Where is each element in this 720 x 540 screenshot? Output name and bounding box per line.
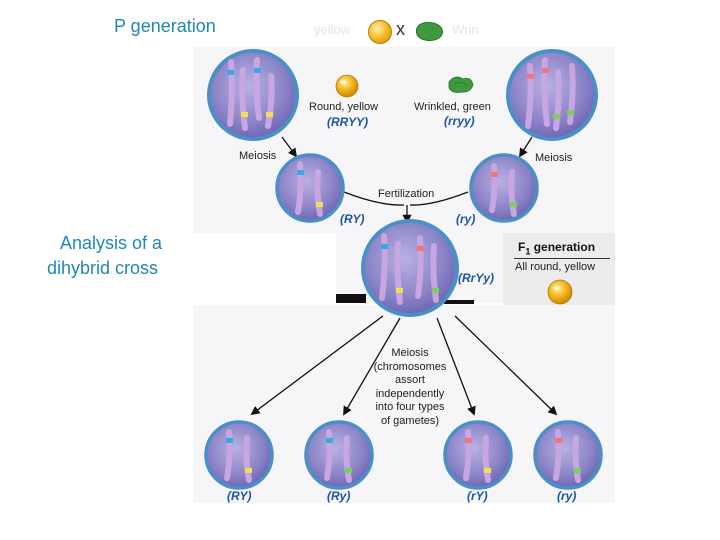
- pea-f1-yellow-icon: [547, 279, 573, 305]
- meiosis-left-label: Meiosis: [239, 150, 277, 162]
- arrow-to-gamete-1: [250, 315, 384, 416]
- meiosis-note-line: assort: [395, 374, 425, 386]
- right-phenotype-label: Wrinkled, green: [414, 101, 491, 113]
- meiosis-note-line: (chromosomes: [373, 360, 447, 373]
- f1-divider: [514, 258, 610, 259]
- meiosis-note: Meiosis (chromosomes assort independentl…: [360, 347, 460, 428]
- gamete-cell-left: [275, 153, 345, 223]
- meiosis-note-line: into four types: [375, 401, 445, 413]
- gamete-left-genotype: (RY): [340, 212, 365, 226]
- gamete-cell-right: [469, 153, 539, 223]
- arrow-fertilization-right: [409, 191, 469, 206]
- meiosis-note-line: of gametes): [380, 414, 440, 427]
- arrow-to-gamete-4: [454, 315, 558, 416]
- pea-yellow-round-icon: [335, 74, 359, 98]
- parent-cell-right: [506, 49, 598, 141]
- header-green-pea-icon: [416, 22, 443, 41]
- arrow-to-gamete-3: [436, 317, 476, 416]
- black-marker-right: [444, 300, 474, 304]
- black-marker-left: [336, 294, 366, 303]
- f1-generation-suffix: generation: [530, 240, 596, 254]
- header-cross-symbol: x: [396, 19, 405, 39]
- caption-line-2: dihybrid cross: [47, 258, 159, 278]
- gamete-2-genotype: (Ry): [327, 489, 351, 503]
- gamete-1-genotype: (RY): [227, 489, 252, 503]
- pea-green-wrinkled-icon: [448, 76, 474, 93]
- parent-cell-left: [207, 49, 299, 141]
- gamete-1-cell: [204, 420, 274, 490]
- arrow-left-meiosis: [281, 136, 298, 158]
- header-strip: yellow x Wrin: [312, 16, 486, 46]
- left-phenotype-label: Round, yellow: [309, 101, 379, 113]
- meiosis-right-label: Meiosis: [535, 152, 573, 164]
- arrows: [250, 136, 558, 416]
- meiosis-note-line: independently: [375, 387, 445, 400]
- header-yellow-pea-icon: [368, 20, 392, 44]
- gamete-4-cell: [533, 420, 603, 490]
- right-genotype-label: (rryy): [444, 114, 475, 128]
- caption-line-1: Analysis of a: [60, 233, 163, 253]
- gamete-right-genotype: (ry): [456, 212, 476, 226]
- arrow-to-gamete-2: [343, 317, 401, 416]
- header-right-word: Wrin: [452, 22, 479, 37]
- meiosis-note-line: Meiosis: [391, 347, 429, 359]
- left-genotype-label: (RRYY): [327, 115, 369, 129]
- arrow-fertilization-left: [343, 191, 405, 206]
- f1-generation-sub: 1: [525, 246, 531, 257]
- fertilization-label: Fertilization: [378, 188, 435, 200]
- gamete-4-genotype: (ry): [557, 489, 577, 503]
- arrow-right-meiosis: [519, 136, 533, 158]
- f1-cell: [361, 219, 459, 317]
- f1-generation-prefix: F: [518, 240, 526, 254]
- gamete-2-cell: [304, 420, 374, 490]
- f1-genotype-label: (RrYy): [458, 271, 495, 285]
- f1-phenotype-label: All round, yellow: [515, 261, 596, 273]
- gamete-3-genotype: (rY): [467, 489, 488, 503]
- f1-generation-label: F1 generation: [518, 240, 595, 256]
- gamete-3-cell: [443, 420, 513, 490]
- header-left-word: yellow: [314, 22, 351, 37]
- p-generation-title: P generation: [114, 16, 216, 36]
